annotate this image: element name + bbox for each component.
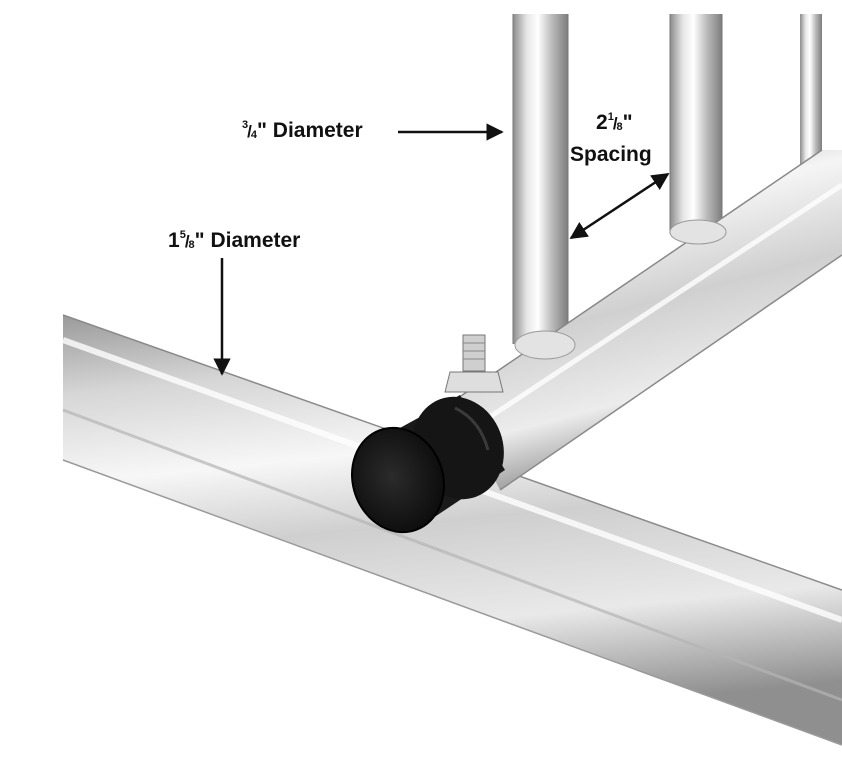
rail-diameter-label: 3/4" Diameter — [242, 119, 363, 142]
spacing-label: 21/8" — [596, 111, 633, 134]
bolt-nut — [444, 334, 504, 393]
spacing-label-word: Spacing — [570, 143, 652, 166]
vertical-picket-left — [512, 14, 569, 344]
base-tube — [61, 314, 842, 746]
vertical-picket-right — [669, 14, 723, 234]
rubber-end-cap — [350, 395, 505, 534]
vertical-picket-edge — [800, 14, 822, 164]
spacing-double-arrow — [569, 172, 670, 240]
base-diameter-label: 15/8" Diameter — [168, 229, 301, 252]
